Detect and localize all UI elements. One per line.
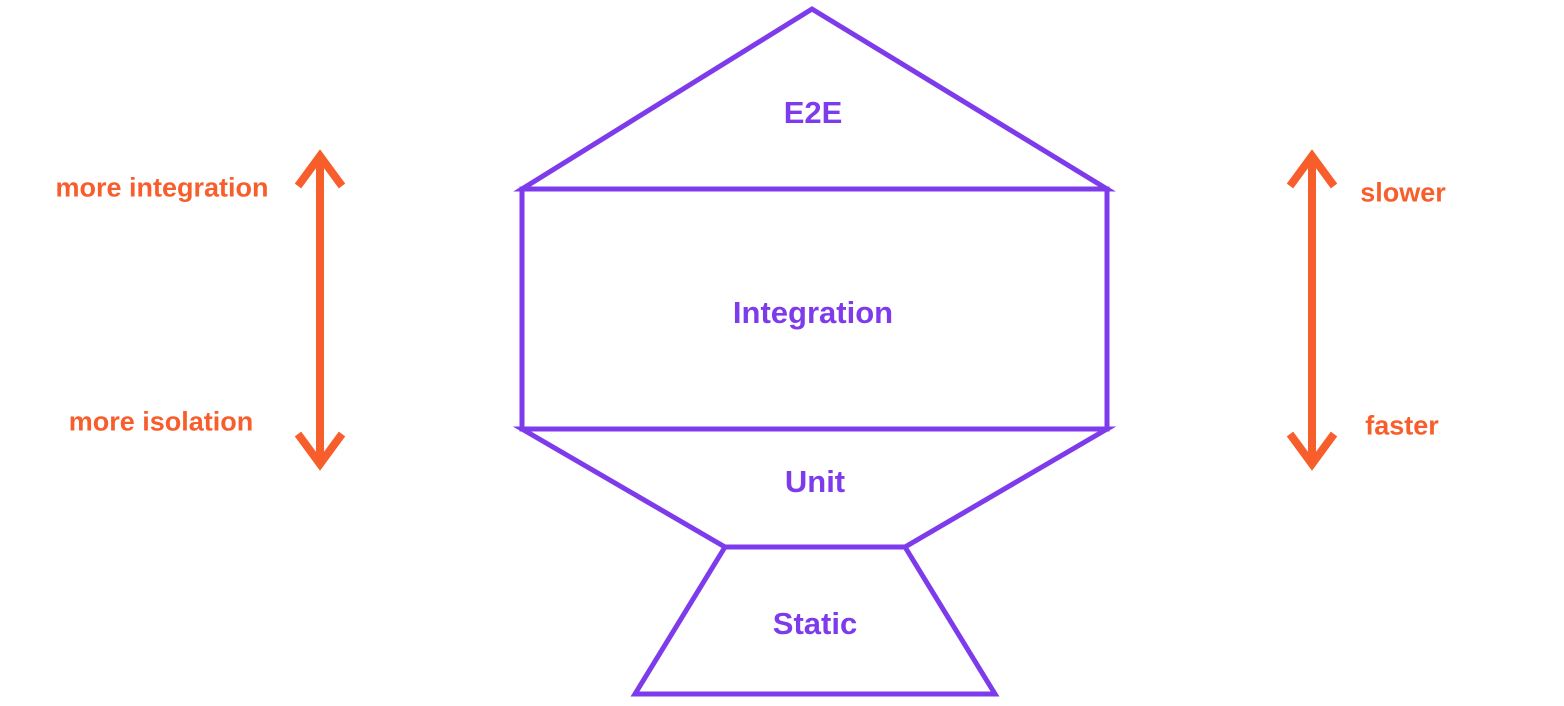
more-integration-label: more integration <box>55 172 269 203</box>
integration-label: Integration <box>732 295 894 330</box>
right-double-arrow-icon <box>1286 149 1338 471</box>
slower-label: slower <box>1360 177 1446 208</box>
static-label: Static <box>772 606 858 641</box>
more-isolation-label: more isolation <box>68 406 254 437</box>
static-trapezoid <box>630 544 1000 697</box>
left-double-arrow-icon <box>294 149 346 471</box>
unit-label: Unit <box>784 464 846 499</box>
faster-label: faster <box>1365 410 1439 441</box>
e2e-label: E2E <box>783 95 843 130</box>
